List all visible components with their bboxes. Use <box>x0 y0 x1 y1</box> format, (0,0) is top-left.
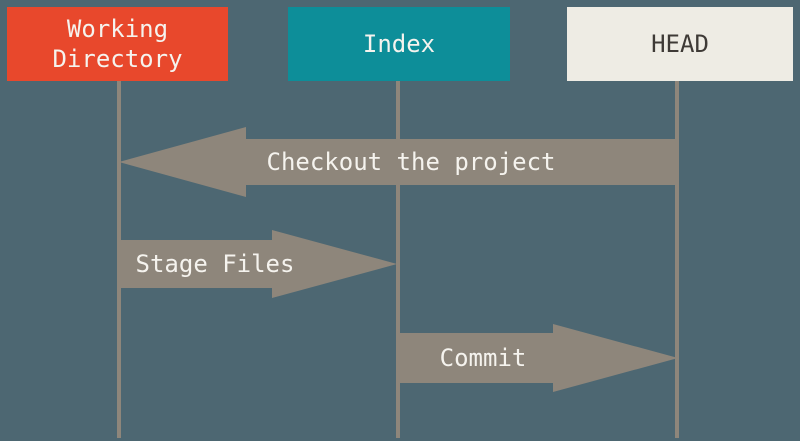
index-box-label: Index <box>362 30 436 58</box>
working-directory-box: Working Directory <box>7 7 228 81</box>
commit-arrow-label: Commit <box>439 344 527 372</box>
stage-files-arrow <box>119 240 272 288</box>
working-directory-box-label: Working Directory <box>52 15 183 73</box>
head-lifeline <box>675 81 679 438</box>
index-box: Index <box>288 7 510 81</box>
stage-files-arrow-label: Stage Files <box>135 250 295 278</box>
head-box: HEAD <box>567 7 793 81</box>
index-lifeline <box>396 81 400 438</box>
commit-arrow-head <box>553 324 678 392</box>
stage-files-arrow-head <box>272 230 397 298</box>
head-box-label: HEAD <box>651 30 709 58</box>
commit-arrow <box>398 333 553 383</box>
checkout-arrow <box>246 139 678 185</box>
checkout-arrow-head <box>119 127 246 197</box>
checkout-arrow-label: Checkout the project <box>266 148 556 176</box>
